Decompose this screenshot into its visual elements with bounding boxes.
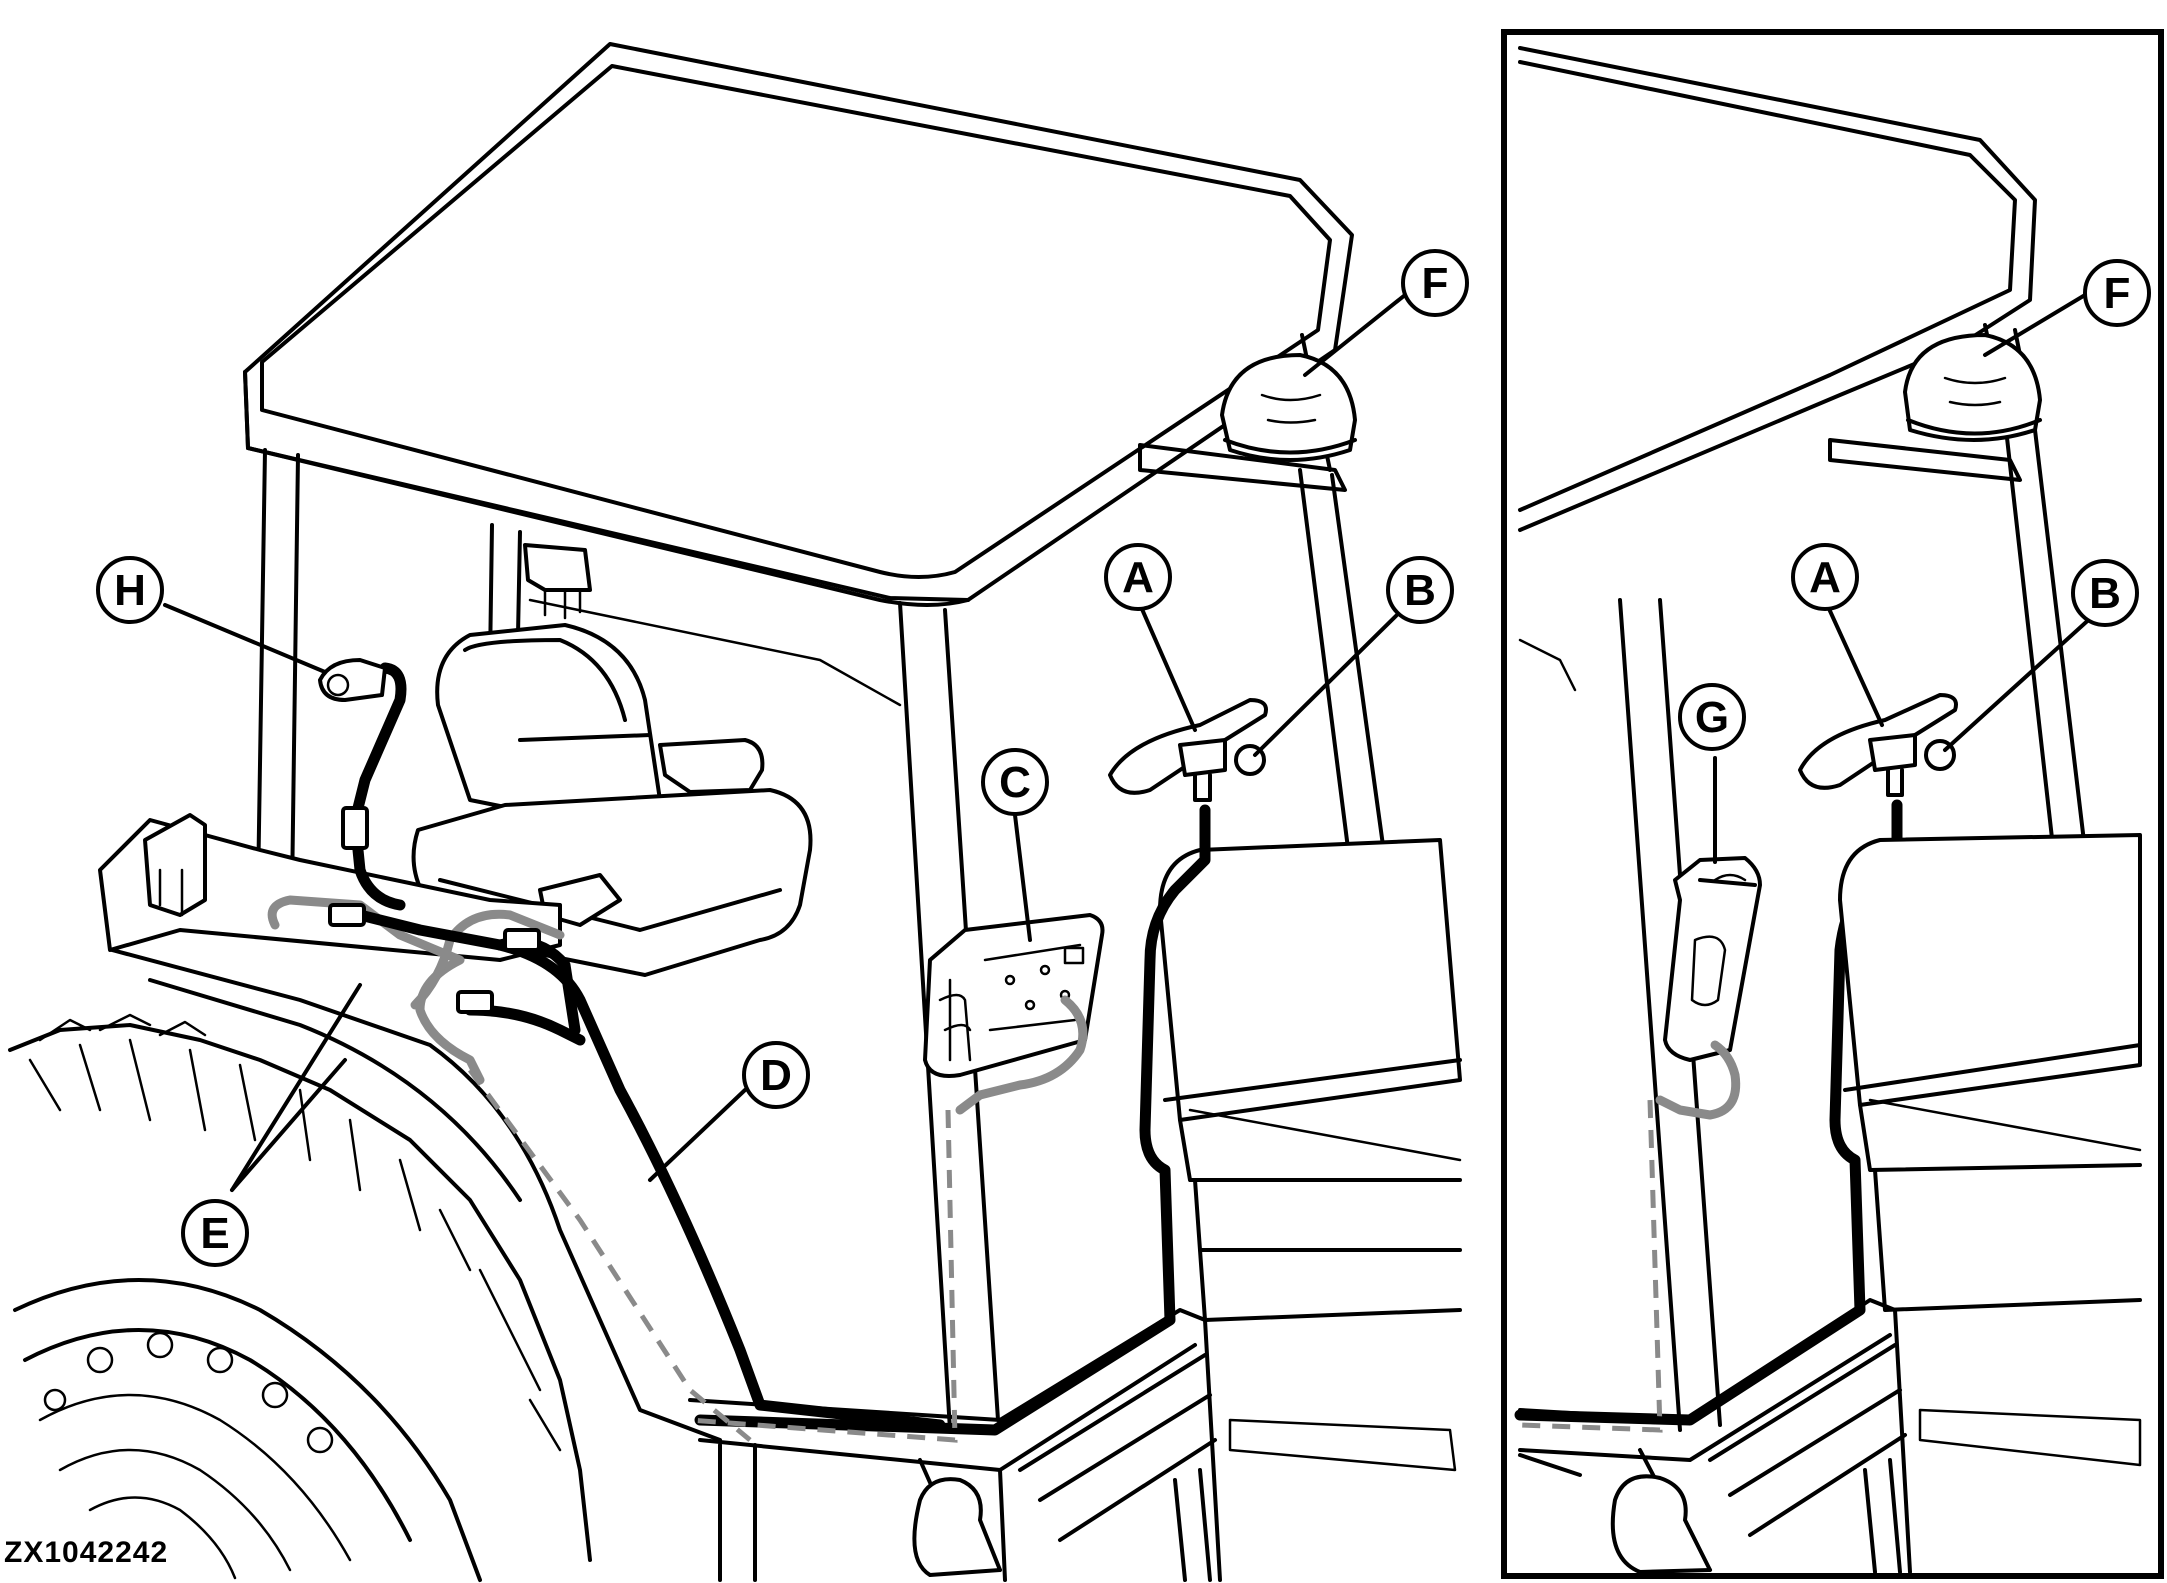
svg-text:F: F (2104, 269, 2131, 318)
rear-window-edge (528, 598, 902, 707)
callout-d: D (742, 1041, 810, 1109)
harness-d (334, 904, 946, 1431)
callout-b: B (1386, 556, 1454, 624)
harness-connector-3 (456, 990, 494, 1014)
svg-text:A: A (1122, 553, 1154, 602)
callout-f-inset: F (2083, 259, 2151, 327)
svg-text:G: G (1695, 693, 1729, 742)
callout-b-inset: B (2071, 559, 2139, 627)
controller-module (923, 913, 1105, 1078)
svg-text:H: H (114, 566, 146, 615)
controller-harness (955, 995, 1088, 1115)
callout-a: A (1104, 543, 1172, 611)
operator-seat (411, 623, 813, 977)
callout-a-inset: A (1791, 543, 1859, 611)
callout-h: H (96, 556, 164, 624)
svg-text:D: D (760, 1051, 792, 1100)
beacon-light (1220, 353, 1357, 462)
inline-connector (341, 806, 369, 850)
harness-h (349, 662, 407, 911)
inset-view (1501, 29, 2164, 1579)
main-view (8, 42, 1462, 1582)
harness-connector-2 (503, 928, 541, 952)
svg-text:B: B (2089, 569, 2121, 618)
harness-d-branch-2 (464, 1004, 586, 1046)
harness-e-hidden (467, 1068, 752, 1442)
rear-tire (8, 1013, 592, 1582)
svg-text:E: E (200, 1209, 229, 1258)
leader-lines (163, 281, 1422, 1192)
svg-text:A: A (1809, 553, 1841, 602)
mirror-switch-assembly (694, 698, 1268, 1436)
callout-f: F (1401, 249, 1469, 317)
svg-text:F: F (1422, 259, 1449, 308)
side-console (1158, 838, 1462, 1322)
svg-text:B: B (1404, 566, 1436, 615)
rear-fender (98, 813, 722, 1442)
controller-harness-hidden (689, 1109, 958, 1443)
harness-connector-1 (328, 903, 366, 927)
callout-g: G (1678, 683, 1746, 751)
connector-h (318, 658, 387, 702)
callout-c: C (981, 748, 1049, 816)
cab-lower-frame (688, 1308, 1457, 1582)
inset-frame (1501, 29, 2164, 1579)
cab-roof (243, 42, 1354, 607)
wiper-motor-block (523, 543, 592, 620)
callout-e: E (181, 1199, 249, 1267)
figure-id: ZX1042242 (4, 1536, 169, 1569)
svg-text:C: C (999, 758, 1031, 807)
